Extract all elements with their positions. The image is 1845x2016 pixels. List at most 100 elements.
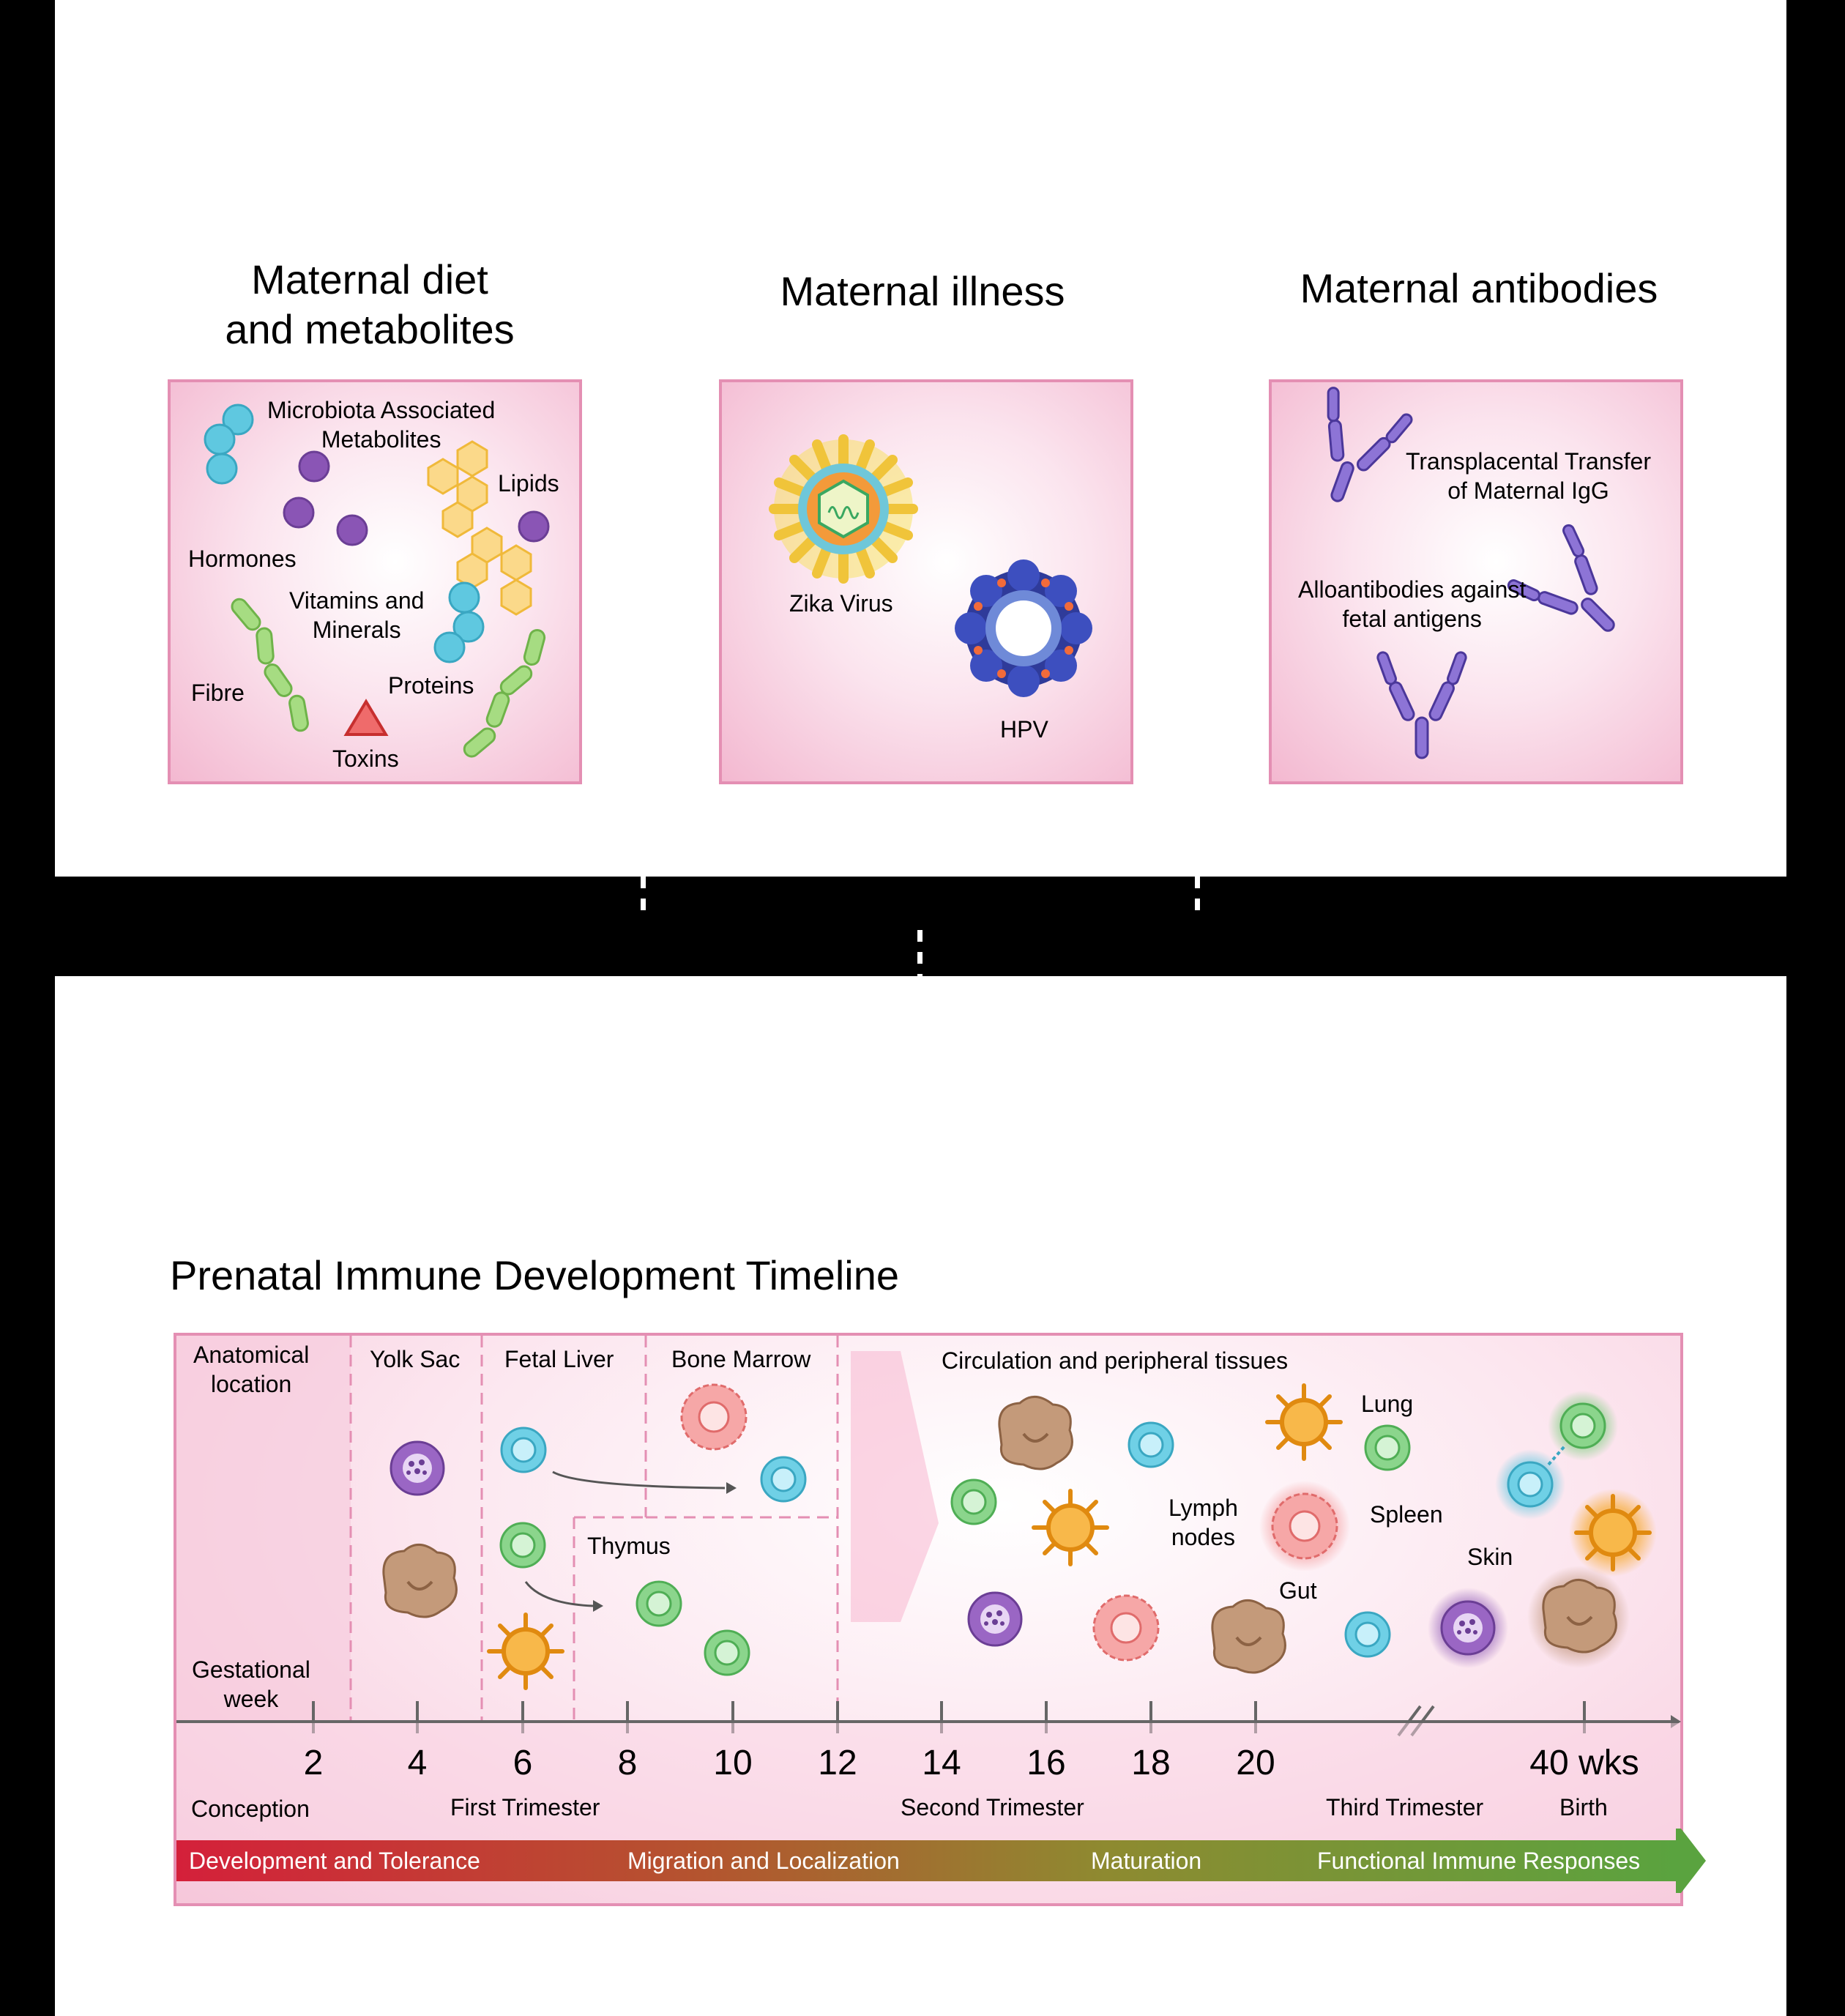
protein-chain-icon [463,628,546,758]
location-lung: Lung [1361,1391,1414,1417]
cyan-cell-icon [760,1456,807,1503]
green-cell-icon [499,1522,546,1569]
label-proteins: Proteins [388,672,474,699]
label-transfer: Transplacental Transfer of Maternal IgG [1406,447,1651,505]
location-lymph-nodes: Lymph nodes [1168,1493,1238,1552]
phase-arrow-head-icon [1676,1829,1706,1893]
week-label: 8 [617,1744,638,1782]
label-microbiota: Microbiota Associated Metabolites [267,395,495,454]
brown-cell-icon [998,1396,1073,1470]
antibody-illustrations [1327,387,1615,759]
label-vitamins-line2: Minerals [312,617,401,643]
location-circulation: Circulation and peripheral tissues [942,1347,1289,1374]
cyan-cells [500,1421,1565,1658]
diet-title-line1: Maternal diet [251,256,488,302]
region-dividers [349,1336,839,1722]
cyan-cell-icon [1344,1611,1391,1658]
phase-functional: Functional Immune Responses [1317,1848,1641,1874]
liver-to-thymus-arrow [524,1581,594,1607]
diet-title: Maternal diet and metabolites [168,255,571,354]
pink-cell-icon [680,1383,748,1451]
pink-cells [680,1383,1350,1662]
green-cell-icon [1364,1424,1411,1471]
brown-cell-icon [382,1544,458,1618]
phase-development: Development and Tolerance [189,1848,480,1874]
orange-cells [487,1383,1657,1690]
green-cell-glow-icon [1548,1391,1618,1461]
milestone-first-trimester: First Trimester [450,1794,600,1820]
week-label: 10 [713,1744,753,1782]
antibody-icon-3 [1376,651,1467,759]
vitamin-spheres-icon [433,581,485,663]
label-lipids: Lipids [498,470,559,496]
cell-synapse [1547,1445,1566,1466]
location-fetal-liver: Fetal Liver [504,1346,614,1372]
pink-cell-glow-icon [1259,1481,1350,1571]
lymph-line2: nodes [1171,1524,1236,1550]
brown-cell-glow-icon [1527,1566,1630,1668]
orange-cell-icon [487,1613,564,1690]
week-label: 12 [818,1744,857,1782]
diet-illustrations [204,403,550,758]
location-spleen: Spleen [1370,1501,1443,1528]
label-microbiota-line1: Microbiota Associated [267,397,496,423]
week-label: 6 [512,1744,533,1782]
cyan-cell-glow-icon [1495,1449,1565,1520]
migration-arrow-shape [851,1351,939,1622]
phase-maturation: Maturation [1091,1848,1202,1874]
green-cells [499,1391,1618,1676]
label-vitamins-line1: Vitamins and [289,587,425,614]
orange-cell-glow-icon [1569,1489,1657,1577]
purple-cells [390,1440,1508,1668]
lower-band [176,1723,1680,1840]
purple-cell-icon [967,1591,1023,1647]
week-label: 18 [1131,1744,1171,1782]
purple-cell-icon [390,1440,445,1496]
label-fibre: Fibre [191,680,245,706]
cyan-cell-icon [500,1427,547,1473]
cyan-cell-icon [1128,1421,1174,1468]
green-cell-icon [704,1629,750,1676]
zika-virus-icon [769,434,918,584]
label-allo-line2: fetal antigens [1342,606,1482,632]
label-vitamins: Vitamins and Minerals [289,586,424,644]
label-toxins: Toxins [332,745,399,772]
label-zika: Zika Virus [789,590,893,617]
gestational-week-label: Gestational week [192,1655,310,1714]
gestational-line1: Gestational [192,1656,310,1683]
milestone-second-trimester: Second Trimester [901,1794,1084,1820]
gestational-line2: week [223,1686,279,1712]
arrow-head-1 [726,1482,737,1494]
label-transfer-line2: of Maternal IgG [1447,477,1609,504]
fibre-chain-icon [231,598,309,732]
microbiota-cluster-icon [204,403,254,485]
green-cell-icon [636,1580,682,1627]
week-label: 16 [1026,1744,1066,1782]
antibody-icon-2 [1507,524,1615,632]
connector-right [1195,877,1200,917]
label-alloantibodies: Alloantibodies against fetal antigens [1298,575,1526,633]
week-label: 40 wks [1529,1744,1639,1782]
milestone-conception: Conception [191,1796,310,1822]
week-label: 14 [922,1744,961,1782]
week-label: 4 [407,1744,428,1782]
orange-cell-icon [1032,1489,1109,1566]
location-bone-marrow: Bone Marrow [671,1346,811,1372]
anatomical-location-label: Anatomical location [193,1340,309,1399]
location-thymus: Thymus [587,1533,671,1559]
phase-migration: Migration and Localization [627,1848,900,1874]
location-skin: Skin [1467,1544,1513,1570]
location-yolk-sac: Yolk Sac [370,1346,461,1372]
hormone-spheres-icon [283,450,550,546]
orange-cell-icon [1265,1383,1343,1461]
label-allo-line1: Alloantibodies against [1298,576,1527,603]
label-hormones: Hormones [188,546,297,572]
label-microbiota-line2: Metabolites [321,426,441,453]
antibodies-title: Maternal antibodies [1300,265,1658,311]
brown-cell-icon [1211,1599,1286,1674]
label-hpv: HPV [1000,716,1048,743]
lymph-line1: Lymph [1168,1495,1238,1521]
conception-column [176,1336,351,1722]
